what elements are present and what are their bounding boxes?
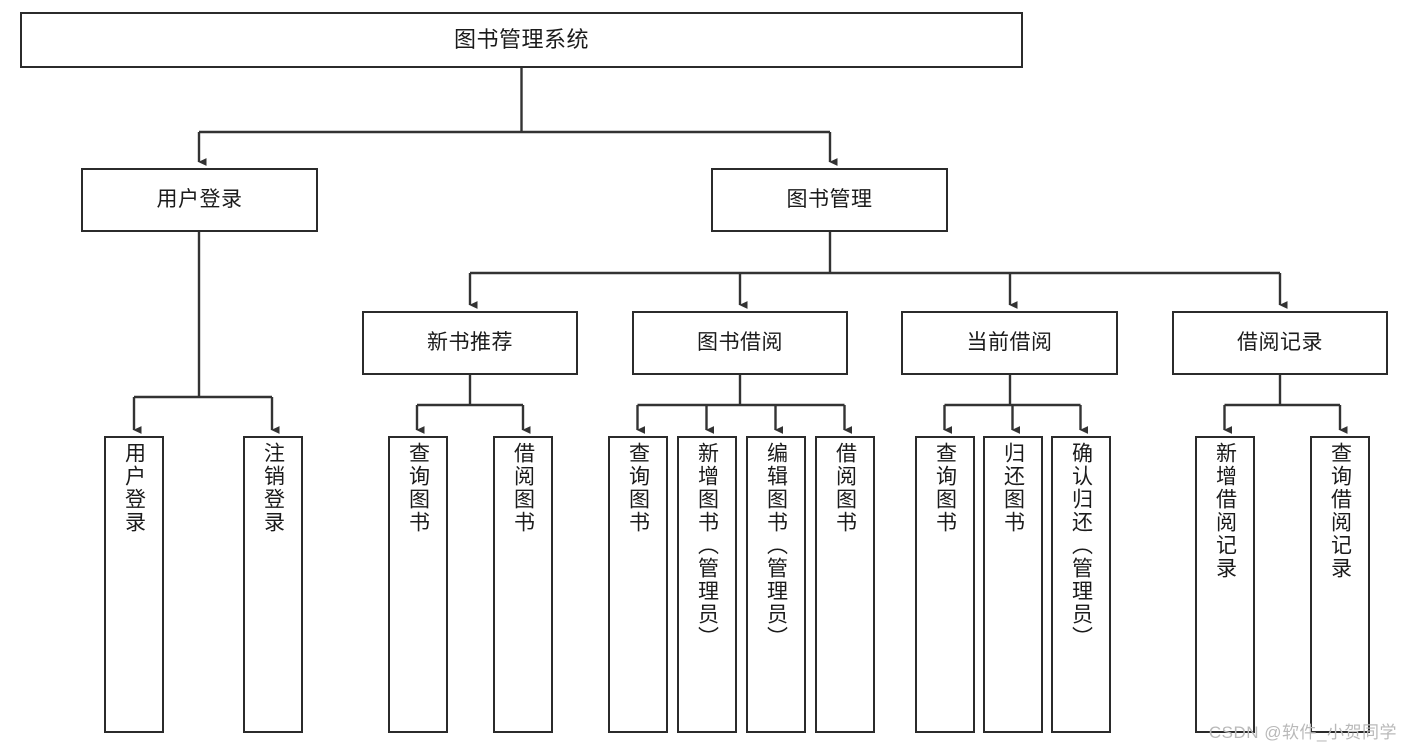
leaf-current-confirm-return[interactable]: 确认归还（管理员） [1051,436,1111,733]
leaf-user-logout[interactable]: 注销登录 [243,436,303,733]
node-label: 新增借阅记录 [1213,442,1237,580]
watermark: CSDN @软件_小贺同学 [1208,723,1397,742]
node-label: 查询图书 [626,442,650,534]
node-new-book-recommend[interactable]: 新书推荐 [362,311,578,375]
node-label: 编辑图书（管理员） [764,442,788,649]
node-label: 借阅图书 [511,442,535,534]
node-label: 查询图书 [933,442,957,534]
node-label: 图书借阅 [697,331,783,355]
node-label: 借阅记录 [1237,331,1323,355]
leaf-record-query-record[interactable]: 查询借阅记录 [1310,436,1370,733]
node-label: 图书管理系统 [453,26,589,52]
leaf-borrow-borrow-book[interactable]: 借阅图书 [815,436,875,733]
node-label: 图书管理 [786,188,873,212]
leaf-current-query-book[interactable]: 查询图书 [915,436,975,733]
node-root-system[interactable]: 图书管理系统 [20,12,1023,68]
leaf-borrow-query-book[interactable]: 查询图书 [608,436,668,733]
node-book-borrow[interactable]: 图书借阅 [632,311,848,375]
leaf-borrow-add-book[interactable]: 新增图书（管理员） [677,436,737,733]
node-label: 查询借阅记录 [1328,442,1352,580]
node-book-management[interactable]: 图书管理 [711,168,948,232]
node-label: 注销登录 [261,442,285,534]
leaf-recommend-borrow-book[interactable]: 借阅图书 [493,436,553,733]
node-user-login[interactable]: 用户登录 [81,168,318,232]
leaf-user-login[interactable]: 用户登录 [104,436,164,733]
node-label: 当前借阅 [966,331,1053,355]
node-label: 确认归还（管理员） [1069,442,1093,649]
node-label: 新书推荐 [427,331,513,355]
node-label: 用户登录 [156,188,243,212]
node-label: 借阅图书 [833,442,857,534]
node-label: 归还图书 [1001,442,1025,534]
node-label: 查询图书 [406,442,430,534]
node-current-borrow[interactable]: 当前借阅 [901,311,1118,375]
leaf-current-return-book[interactable]: 归还图书 [983,436,1043,733]
leaf-recommend-query-book[interactable]: 查询图书 [388,436,448,733]
node-label: 用户登录 [122,442,146,534]
node-borrow-record[interactable]: 借阅记录 [1172,311,1388,375]
leaf-record-add-record[interactable]: 新增借阅记录 [1195,436,1255,733]
leaf-borrow-edit-book[interactable]: 编辑图书（管理员） [746,436,806,733]
node-label: 新增图书（管理员） [695,442,719,649]
